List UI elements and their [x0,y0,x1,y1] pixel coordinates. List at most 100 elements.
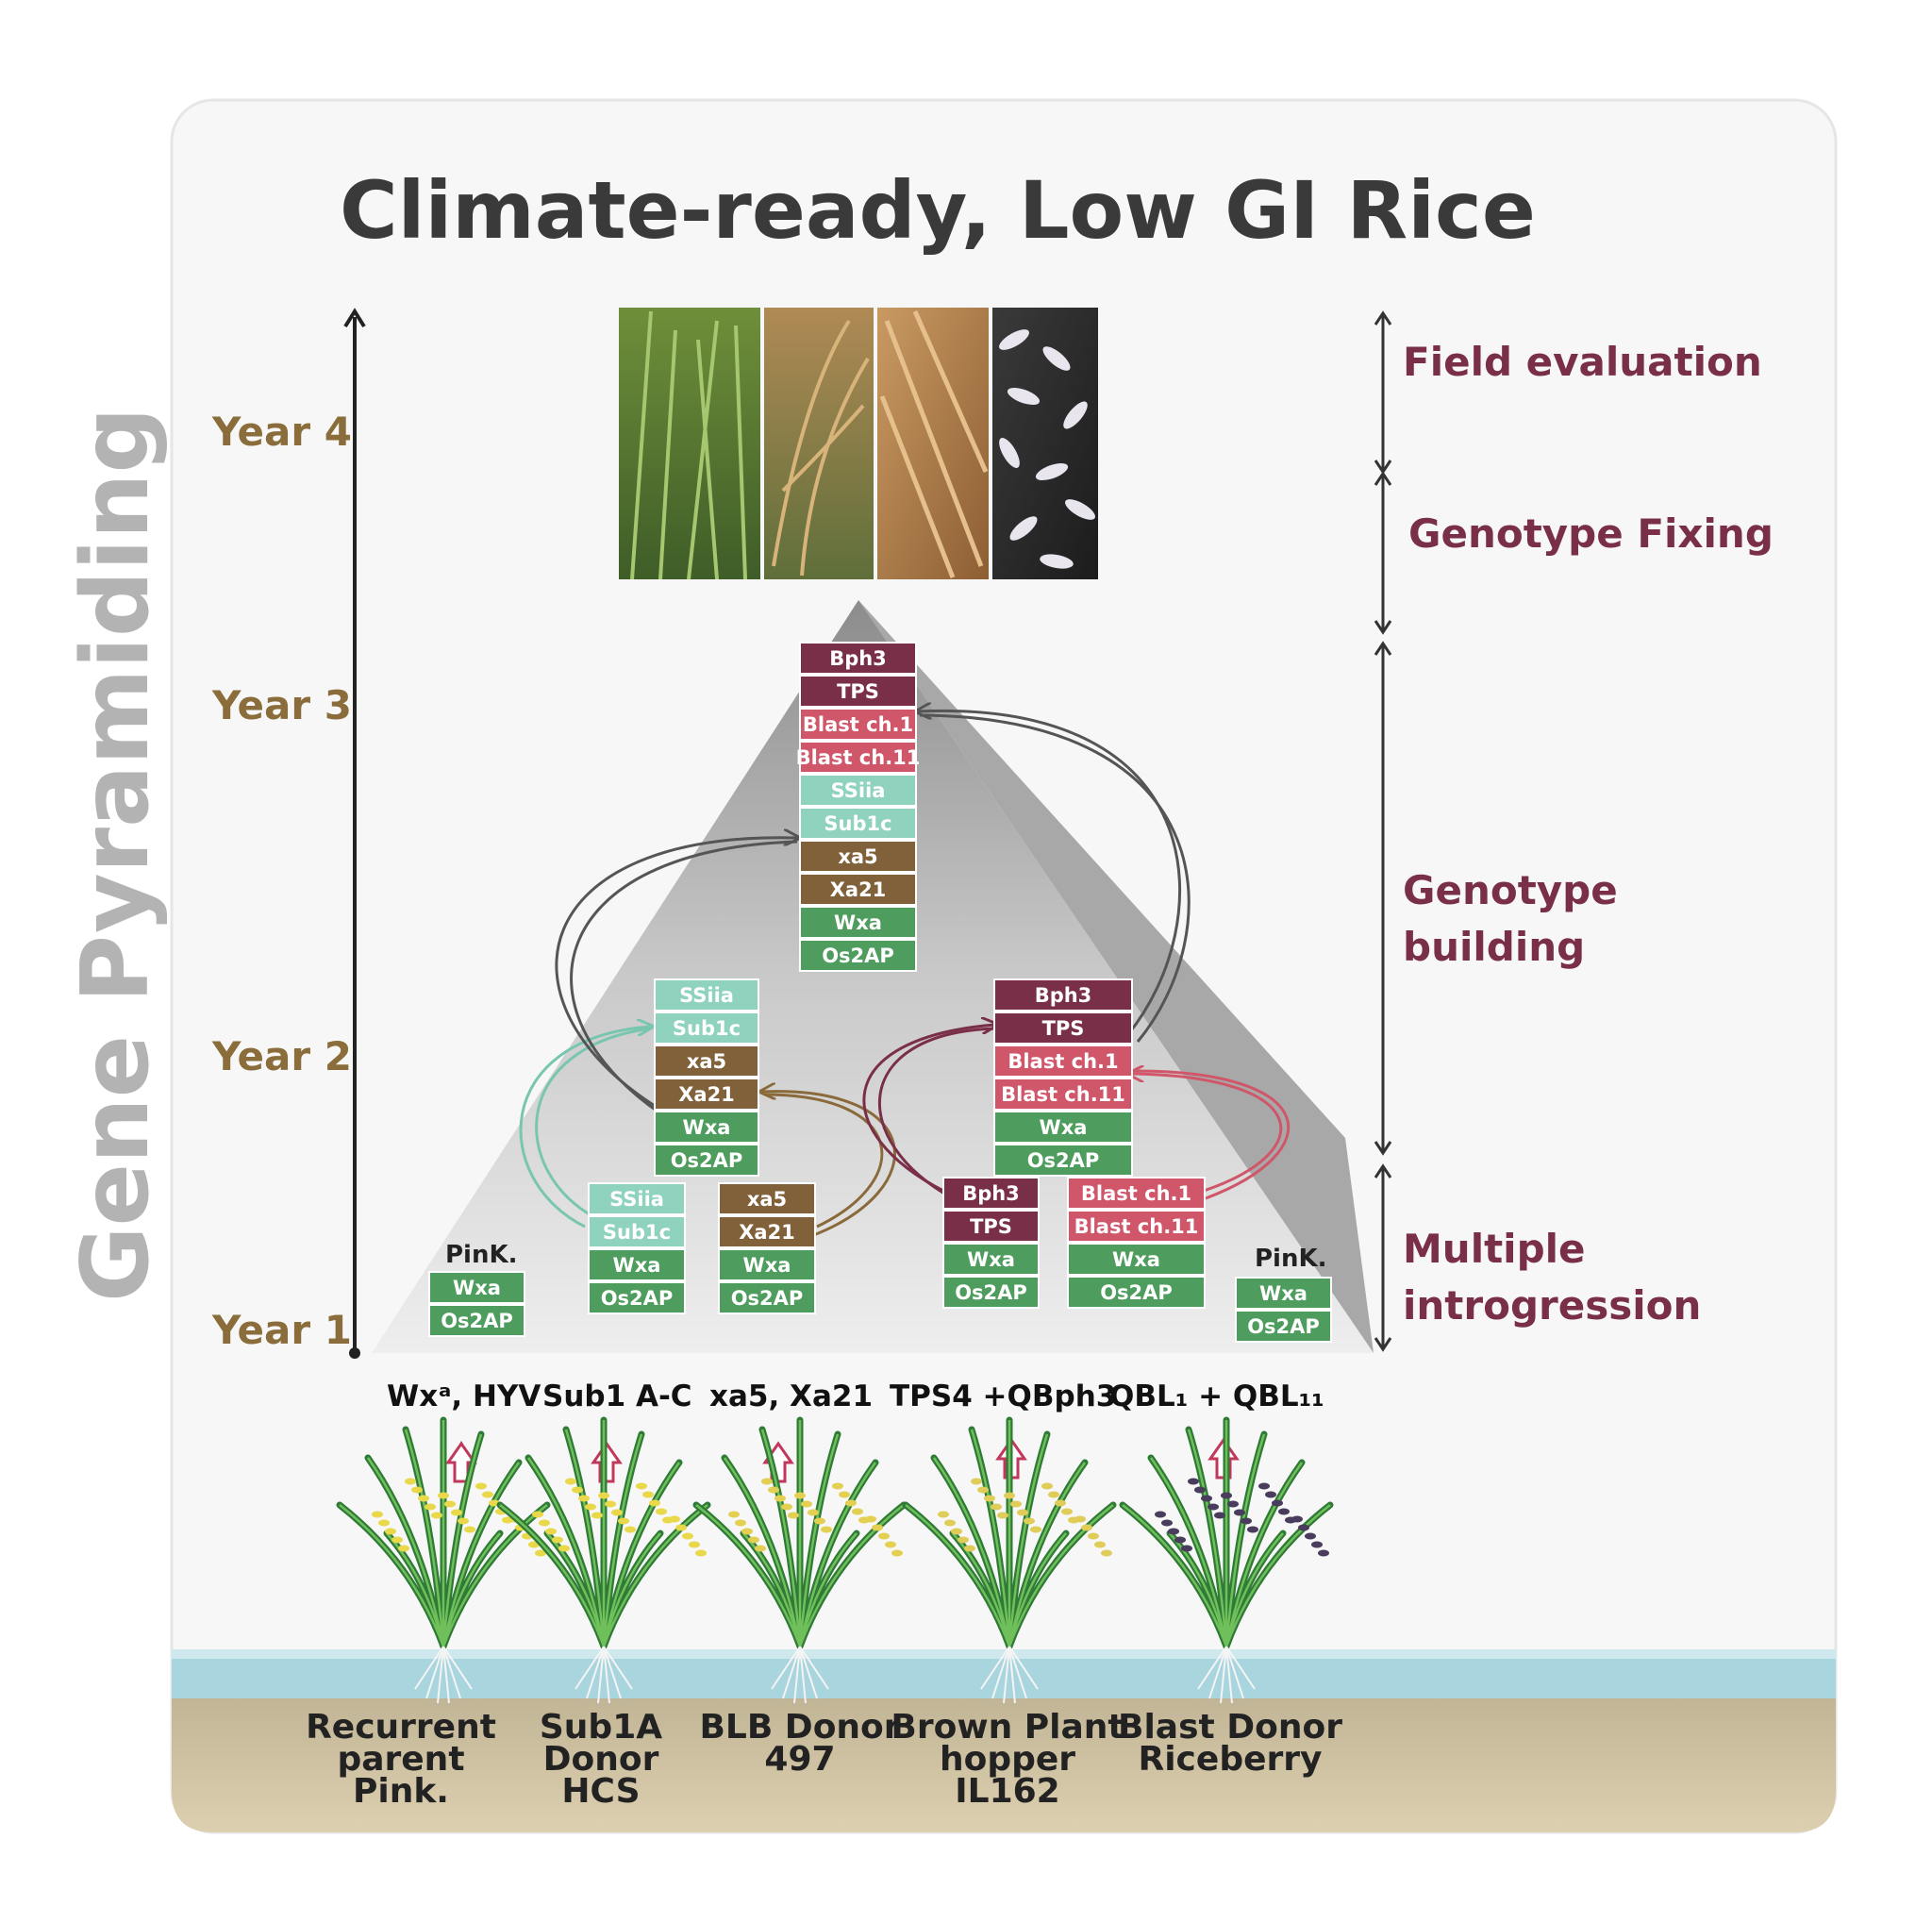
donor-bph-line1: Brown Plant [891,1708,1124,1747]
stage-brackets [1374,310,1392,1352]
gene-label: Os2AP [671,1149,743,1172]
gene-label: SSiia [831,779,886,802]
gene-label: xa5 [687,1050,726,1073]
gene-label: SSiia [609,1188,664,1211]
gene-label: Xa21 [830,878,887,901]
gene-label: Bph3 [829,647,887,670]
gene-label: SSiia [679,984,734,1007]
gene-block [654,978,759,1012]
gene-block [799,807,917,840]
gene-label: Blast ch.1 [1081,1182,1191,1205]
trait-label-qbl: QBL₁ + QBL₁₁ [1109,1379,1324,1413]
year-3-label: Year 3 [211,682,352,728]
donor-blb-line2: 497 [764,1740,835,1779]
gene-label: Bph3 [1035,984,1092,1007]
trait-label-sub1: Sub1 A-C [542,1379,692,1413]
rice-photo-strip [619,308,1098,580]
gene-label: Blast ch.11 [1074,1215,1199,1238]
gene-block [654,1144,759,1177]
rice-grain-closeup-photo [877,308,989,579]
donor-plants [336,1416,1334,1704]
gene-label: xa5 [747,1188,787,1211]
gene-block [993,1012,1133,1045]
gene-block [1067,1177,1206,1210]
gene-label: Wxa [1040,1116,1088,1139]
stage-genotype-building-line1: Genotype [1403,867,1618,913]
gene-block [428,1304,525,1337]
donor-bph-line2: hopper [940,1740,1075,1779]
gene-label: Xa21 [739,1221,795,1244]
donor-pink-line1: Recurrent [306,1708,496,1747]
gene-block [799,642,917,675]
gene-block [718,1281,816,1314]
gene-block [1235,1277,1332,1310]
stage-genotype-fixing: Genotype Fixing [1408,510,1774,557]
gene-block [993,978,1133,1012]
gene-block [654,1111,759,1144]
donor-blast-line2: Riceberry [1139,1740,1323,1779]
gene-block [588,1281,686,1314]
gene-label: Os2AP [601,1287,674,1310]
trait-label-tps-bph: TPS4 +QBph3 [890,1379,1116,1413]
gene-block [588,1182,686,1215]
gene-label: Wxa [967,1248,1015,1271]
gene-block [588,1215,686,1248]
gene-label: Wxa [834,911,882,934]
gene-block [654,1045,759,1078]
gene-block [718,1182,816,1215]
donor-sub1a-line1: Sub1A [540,1708,662,1747]
gene-block [718,1215,816,1248]
donor-bph-line3: IL162 [955,1772,1059,1811]
gene-block [428,1271,525,1304]
gene-block [799,840,917,873]
year-axis [343,308,366,1359]
gene-label: Os2AP [1247,1315,1320,1338]
gene-label: Blast ch.1 [1008,1050,1118,1073]
gene-label: TPS [837,680,879,703]
donor-labels: Recurrent parent Pink. Sub1A Donor HCS B… [306,1708,1342,1811]
gene-block [588,1248,686,1281]
gene-label: Wxa [613,1254,661,1277]
donor-pink-line2: parent [337,1740,464,1779]
gene-label: Blast ch.1 [803,713,913,736]
gene-label: Wxa [1259,1282,1307,1305]
gene-label: Blast ch.11 [796,746,921,769]
gene-label: Os2AP [441,1310,513,1332]
gene-block [942,1210,1040,1243]
pink-right-label: PinK. [1255,1245,1327,1273]
gene-block [942,1177,1040,1210]
gene-label: TPS [970,1215,1012,1238]
gene-label: Wxa [1112,1248,1160,1271]
gene-block [942,1243,1040,1276]
gene-label: Blast ch.11 [1001,1083,1125,1106]
year-2-label: Year 2 [211,1033,352,1079]
gene-block [799,741,917,774]
donor-blb-line1: BLB Donor [699,1708,900,1747]
gene-block [993,1045,1133,1078]
gene-block [799,675,917,708]
diagram-title: Climate-ready, Low GI Rice [340,164,1536,257]
gene-label: Os2AP [731,1287,804,1310]
gene-block [654,1012,759,1045]
trait-label-xa: xa5, Xa21 [709,1379,873,1413]
gene-block [799,708,917,741]
stage-field-evaluation: Field evaluation [1403,339,1762,385]
year-1-label: Year 1 [211,1307,352,1353]
gene-block [718,1248,816,1281]
gene-block [993,1111,1133,1144]
milled-rice-photo [992,308,1098,579]
pink-left-label: PinK. [445,1241,518,1269]
rice-panicle-field-photo [764,308,874,579]
gene-block [942,1276,1040,1309]
gene-pyramiding-label: Gene Pyramiding [62,407,170,1302]
donor-blast-line1: Blast Donor [1118,1708,1342,1747]
